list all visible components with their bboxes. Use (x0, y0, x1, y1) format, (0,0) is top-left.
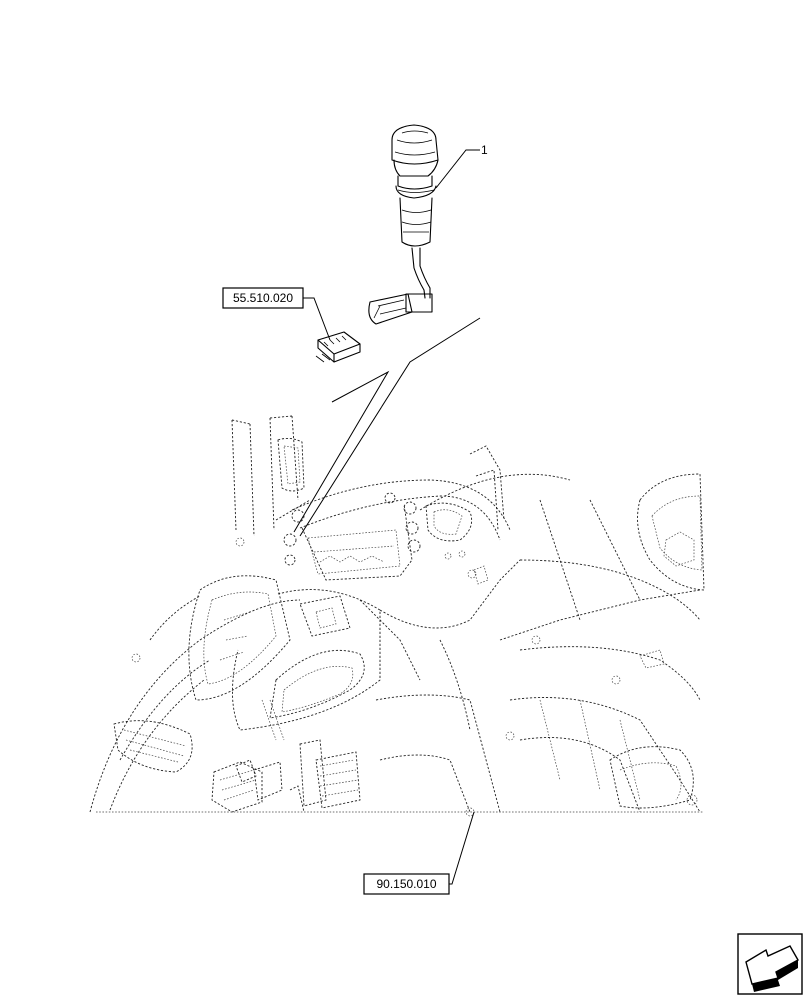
cab-reference: 90.150.010 (363, 811, 475, 895)
callout-1-label: 1 (481, 143, 488, 157)
arrow-indicator-icon (737, 933, 803, 995)
callout-1: 1 (435, 143, 488, 189)
cab-reference-label: 90.150.010 (376, 877, 436, 891)
switch-assembly (368, 124, 439, 325)
connector-reference: 55.510.020 (222, 287, 331, 341)
connector-reference-label: 55.510.020 (233, 291, 293, 305)
mating-connector (315, 331, 361, 363)
break-leader (293, 317, 481, 537)
cab-interior (89, 415, 705, 817)
